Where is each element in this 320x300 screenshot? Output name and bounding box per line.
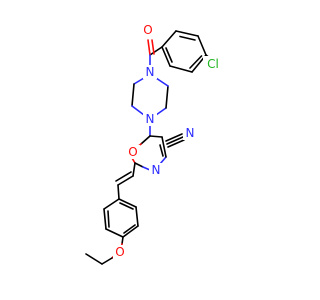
nitrile-bond-a bbox=[165, 133, 183, 142]
oxazole-n-label: N bbox=[152, 163, 161, 177]
ethyl-bond-1 bbox=[101, 257, 113, 265]
ring-to-ether-bond bbox=[121, 236, 124, 245]
oxazole-o-label: O bbox=[128, 145, 137, 159]
ether-o-label: O bbox=[115, 245, 124, 259]
molecule-structure: O Cl N N N O N O bbox=[85, 23, 219, 265]
carbonyl-bond bbox=[149, 46, 163, 56]
piperazine-n-bottom-label: N bbox=[146, 112, 155, 126]
piperazine-ring bbox=[131, 77, 169, 116]
carbonyl-double-bond-a bbox=[147, 39, 151, 56]
nitrile-bond-c bbox=[167, 139, 185, 148]
nitrile-n-label: N bbox=[186, 126, 195, 140]
carbonyl-oxygen-label: O bbox=[143, 23, 152, 37]
ethyl-bond-2 bbox=[85, 253, 103, 265]
ethoxyphenyl-ring bbox=[103, 198, 139, 238]
piperazine-n-top-label: N bbox=[146, 65, 155, 79]
chlorophenyl-ring bbox=[161, 30, 207, 73]
vinyl-bond-2 bbox=[117, 184, 120, 200]
vinyl-double-a bbox=[117, 175, 134, 186]
vinyl-bond-1 bbox=[132, 162, 136, 177]
nitrile-bond-b bbox=[166, 136, 184, 145]
vinyl-double-b bbox=[115, 171, 132, 182]
carbonyl-double-bond-b bbox=[151, 39, 155, 55]
chlorine-label: Cl bbox=[207, 57, 219, 71]
